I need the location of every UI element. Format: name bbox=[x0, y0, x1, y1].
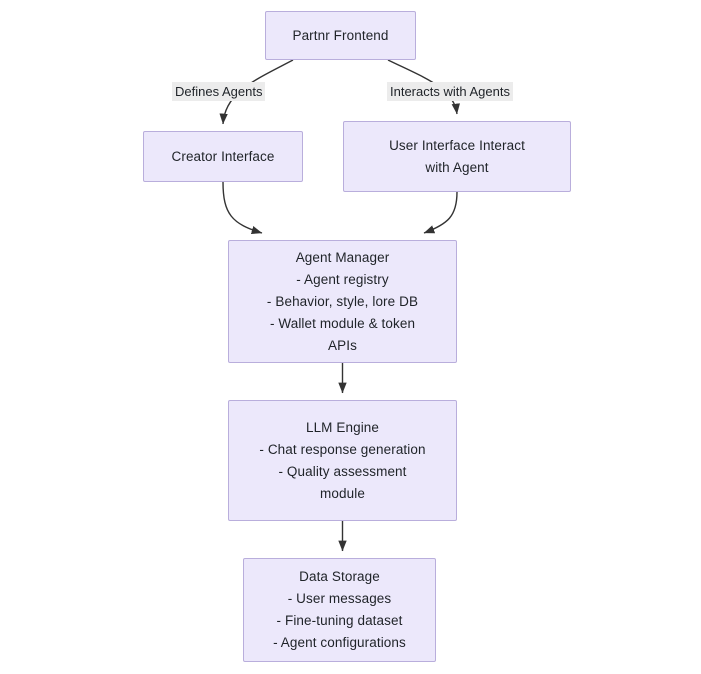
node-line: APIs bbox=[328, 337, 357, 353]
edge-label-interacts-with-agents: Interacts with Agents bbox=[387, 82, 513, 101]
node-line: User Interface Interact bbox=[389, 137, 525, 153]
node-line: - Chat response generation bbox=[259, 441, 426, 457]
node-partnr-frontend[interactable]: Partnr Frontend bbox=[265, 11, 416, 60]
node-title: Agent Manager bbox=[295, 249, 390, 265]
node-line: - Agent configurations bbox=[273, 635, 406, 650]
node-line: - Quality assessment bbox=[278, 463, 407, 479]
edge-label-defines-agents: Defines Agents bbox=[172, 82, 266, 101]
node-line: - User messages bbox=[287, 591, 392, 606]
node-line: - Fine-tuning dataset bbox=[276, 613, 403, 628]
node-title: LLM Engine bbox=[305, 419, 380, 435]
node-creator-interface[interactable]: Creator Interface bbox=[143, 131, 303, 182]
edge-userui-to-agentmanager bbox=[423, 191, 458, 234]
node-line: - Behavior, style, lore DB bbox=[266, 293, 419, 309]
node-title: Data Storage bbox=[299, 569, 380, 584]
edge-creator-to-agentmanager bbox=[222, 181, 263, 235]
node-llm-engine[interactable]: LLM Engine - Chat response generation - … bbox=[228, 400, 457, 521]
node-line: - Wallet module & token bbox=[269, 315, 416, 331]
node-line: - Agent registry bbox=[296, 271, 389, 287]
node-data-storage[interactable]: Data Storage - User messages - Fine-tuni… bbox=[243, 558, 436, 662]
node-line: Partnr Frontend bbox=[292, 27, 389, 43]
node-agent-manager[interactable]: Agent Manager - Agent registry - Behavio… bbox=[228, 240, 457, 363]
node-line: Creator Interface bbox=[171, 148, 275, 164]
node-line: with Agent bbox=[425, 159, 489, 175]
node-line: module bbox=[320, 485, 365, 501]
node-user-interface-interact-with-agent[interactable]: User Interface Interact with Agent bbox=[343, 121, 571, 192]
